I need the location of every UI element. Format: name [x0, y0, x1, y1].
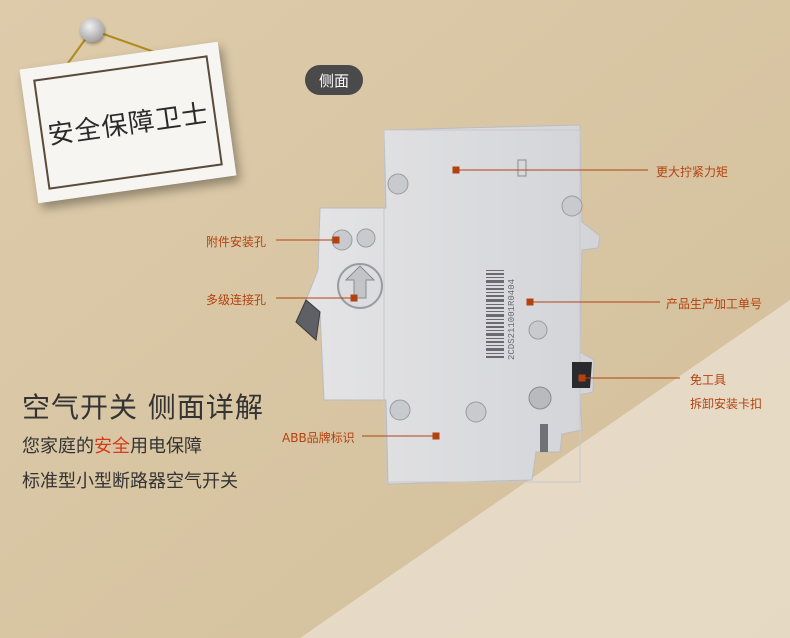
description-line-2: 标准型小型断路器空气开关	[22, 471, 238, 492]
description-line-1: 您家庭的安全用电保障	[22, 436, 202, 457]
callout-torque: 更大拧紧力矩	[656, 165, 729, 179]
barcode-text: 2CDS211001R0404	[507, 279, 517, 360]
callout-multi-level-hole: 多级连接孔	[206, 293, 267, 307]
callout-brand-mark: ABB品牌标识	[282, 431, 355, 445]
side-view-badge: 侧面	[305, 65, 363, 95]
breaker-side-view: 2CDS211001R0404	[295, 124, 601, 485]
hanging-frame: 安全保障卫士	[19, 41, 237, 204]
callout-accessory-hole: 附件安装孔	[206, 235, 267, 249]
highlight-text: 安全	[94, 436, 130, 457]
callout-lines	[276, 166, 680, 440]
banner-title: 安全保障卫士	[46, 98, 211, 152]
callout-clip: 拆卸安装卡扣	[690, 397, 763, 411]
callout-production-code: 产品生产加工单号	[666, 297, 763, 311]
description-heading: 空气开关 侧面详解	[22, 391, 264, 424]
callout-no-tool: 免工具	[690, 373, 727, 387]
pushpin-icon	[80, 18, 104, 42]
